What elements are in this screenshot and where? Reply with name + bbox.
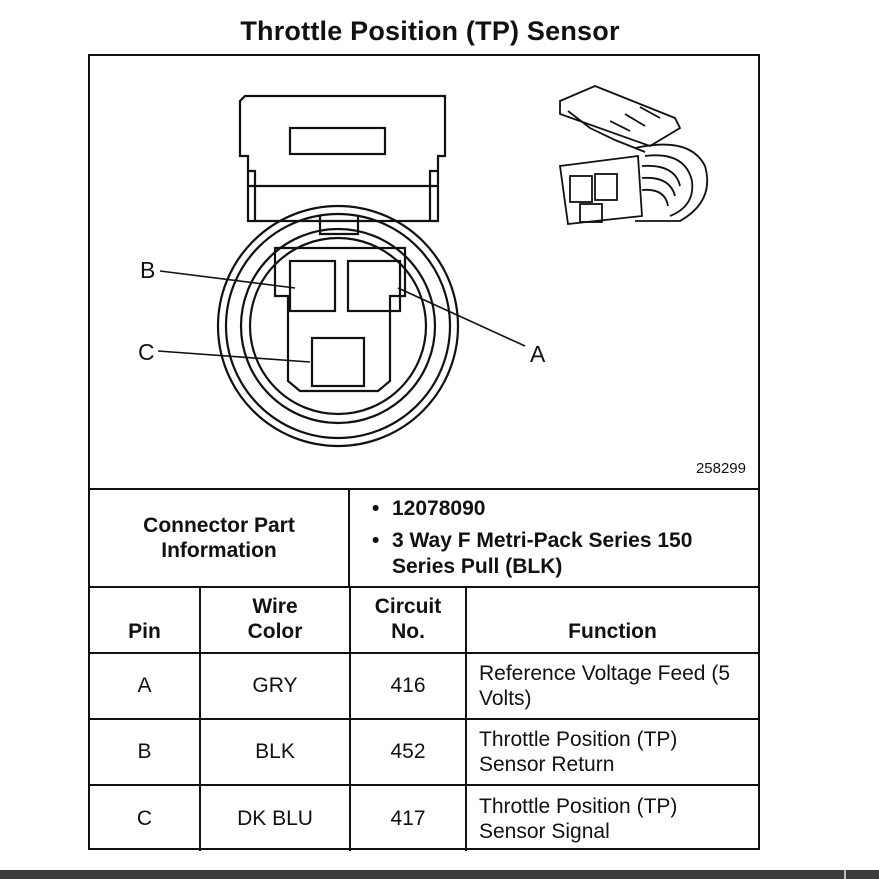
header-circuit-no: Circuit No.	[349, 586, 467, 654]
pin-callout-a: A	[530, 341, 546, 367]
figure-number: 258299	[695, 460, 746, 477]
cell-wire-color: BLK	[199, 718, 351, 786]
cell-wire-color: GRY	[199, 652, 351, 720]
pin-cavity-b	[288, 259, 337, 313]
cell-function: Reference Voltage Feed (5 Volts)	[465, 652, 758, 720]
header-wire-color: Wire Color	[199, 586, 351, 654]
connector-part-number: 12078090	[368, 496, 748, 522]
connector-frame: B C A 258299 Connector Part Information …	[88, 54, 760, 851]
connector-description: 3 Way F Metri-Pack Series 150 Series Pul…	[368, 528, 748, 580]
header-function: Function	[465, 586, 758, 654]
page-title: Throttle Position (TP) Sensor	[240, 16, 620, 46]
pin-table: Pin Wire Color Circuit No. Function A GR…	[90, 586, 758, 851]
connector-info-label: Connector Part Information	[90, 490, 350, 586]
table-header-row: Pin Wire Color Circuit No. Function	[90, 586, 758, 654]
cell-pin: C	[90, 784, 201, 851]
cell-circuit-no: 417	[349, 784, 467, 851]
pin-cavity-a	[346, 259, 402, 313]
cell-function: Throttle Position (TP) Sensor Signal	[465, 784, 758, 851]
cell-pin: A	[90, 652, 201, 720]
bottom-bar	[0, 870, 879, 879]
connector-info-list: 12078090 3 Way F Metri-Pack Series 150 S…	[368, 496, 748, 586]
cell-function: Throttle Position (TP) Sensor Return	[465, 718, 758, 786]
table-row: C DK BLU 417 Throttle Position (TP) Sens…	[90, 784, 758, 851]
table-row: A GRY 416 Reference Voltage Feed (5 Volt…	[90, 652, 758, 720]
connector-diagram: B C A	[138, 85, 709, 448]
header-pin: Pin	[90, 586, 201, 654]
pin-callout-b: B	[140, 257, 155, 283]
cell-pin: B	[90, 718, 201, 786]
cell-wire-color: DK BLU	[199, 784, 351, 851]
pin-cavity-c	[310, 336, 366, 388]
cell-circuit-no: 416	[349, 652, 467, 720]
table-row: B BLK 452 Throttle Position (TP) Sensor …	[90, 718, 758, 786]
cell-circuit-no: 452	[349, 718, 467, 786]
pin-callout-c: C	[138, 339, 155, 365]
connector-perspective-icon	[558, 85, 709, 225]
connector-info-row: Connector Part Information 12078090 3 Wa…	[90, 488, 758, 586]
